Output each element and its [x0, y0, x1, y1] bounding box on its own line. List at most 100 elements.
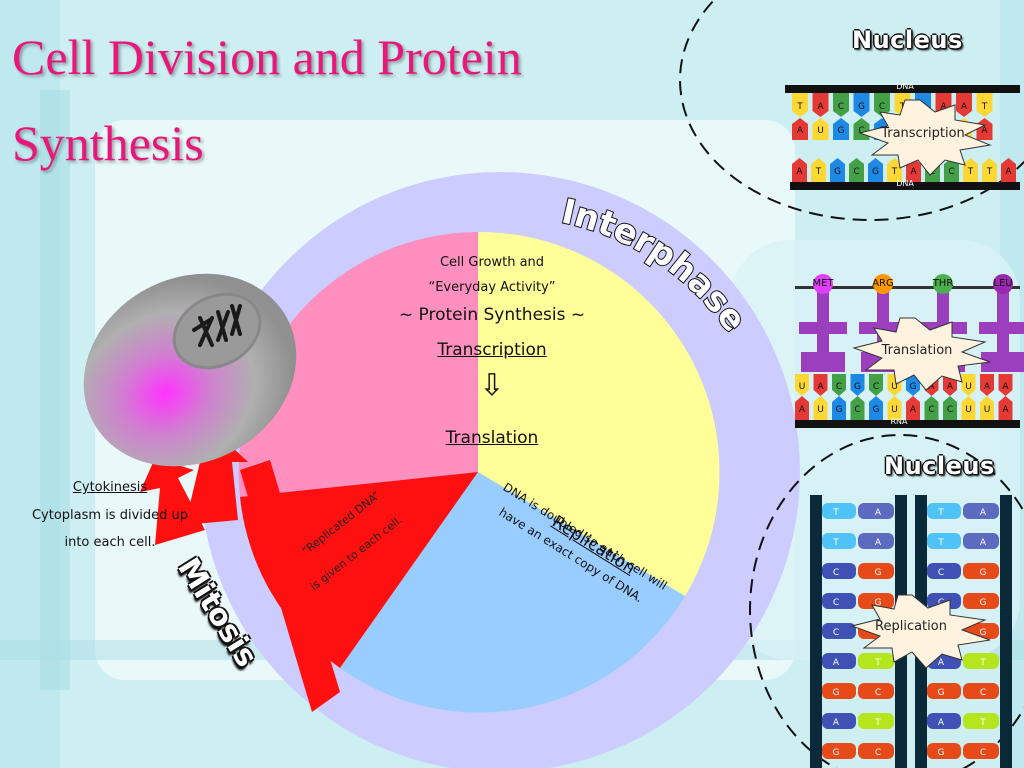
base-U	[887, 396, 902, 420]
base-label: A	[875, 508, 882, 518]
base-label: T	[979, 718, 986, 728]
base-label: G	[875, 598, 882, 608]
base-label: C	[873, 382, 879, 392]
base-pair-left	[927, 713, 961, 729]
rna-label: RNA	[890, 417, 908, 426]
base-label: G	[854, 382, 861, 392]
base-A	[813, 374, 828, 396]
base-label: C	[833, 568, 839, 578]
base-label: A	[1002, 382, 1009, 392]
base-label: G	[938, 748, 945, 758]
base-A	[980, 374, 994, 396]
base-pair-right	[858, 593, 894, 609]
base-label: U	[817, 126, 824, 136]
replication-burst-label: Replication	[875, 619, 947, 634]
base-label: A	[910, 167, 917, 177]
base-label: G	[838, 126, 845, 136]
base-C	[924, 396, 939, 420]
base-label: C	[858, 126, 864, 136]
base-G	[850, 374, 865, 396]
translation-burst	[852, 317, 991, 391]
base-label: A	[875, 538, 882, 548]
base-label: A	[817, 382, 824, 392]
base-label: G	[833, 748, 840, 758]
page-title: Cell Division and Protein Synthesis	[12, 29, 522, 171]
base-label: A	[980, 538, 987, 548]
base-label: A	[799, 405, 806, 415]
base-label: T	[832, 508, 839, 518]
base-pair-left	[927, 563, 961, 579]
base-label: T	[874, 658, 881, 668]
base-pair-left	[822, 743, 856, 759]
base-C	[850, 396, 865, 420]
base-A	[956, 93, 972, 117]
base-pair-right	[963, 743, 999, 759]
base-C	[832, 374, 846, 396]
base-label: C	[875, 748, 881, 758]
base-label: T	[891, 167, 898, 177]
base-T	[976, 93, 993, 117]
base-label: T	[874, 718, 881, 728]
base-label: C	[948, 167, 954, 177]
base-G	[832, 396, 846, 420]
cytokinesis-body-1: Cytoplasm is divided up	[31, 508, 189, 523]
base-G	[906, 374, 920, 396]
chromosomes	[192, 304, 242, 347]
base-label: C	[879, 102, 885, 112]
base-label: T	[967, 167, 974, 177]
base-label: U	[799, 382, 806, 392]
base-G	[869, 396, 883, 420]
base-pair-left	[927, 743, 961, 759]
base-label: T	[986, 167, 993, 177]
base-pair-left	[822, 593, 856, 609]
transcription-burst-label: Transcription	[881, 126, 965, 141]
base-label: T	[979, 658, 986, 668]
base-label: G	[938, 688, 945, 698]
base-pair-left	[927, 683, 961, 699]
base-label: A	[940, 102, 947, 112]
base-pair-right	[963, 563, 999, 579]
cytokinesis-arrow-2	[140, 458, 205, 545]
protein-synthesis-label: ~ Protein Synthesis ~	[398, 305, 586, 325]
base-C	[944, 158, 959, 182]
base-label: A	[833, 658, 840, 668]
dna-label-top: DNA	[896, 82, 914, 91]
transcription-burst	[858, 99, 992, 176]
base-C	[874, 93, 890, 117]
base-U	[961, 374, 976, 396]
base-label: A	[980, 508, 987, 518]
base-label: T	[796, 102, 803, 112]
base-label: G	[980, 568, 987, 578]
growth-line-2: “Everyday Activity”	[428, 280, 556, 295]
amino-acid-circle	[933, 274, 953, 294]
amino-acid-circle	[993, 274, 1013, 294]
transcription-label: Transcription	[437, 340, 547, 360]
amino-acid-label: THR	[932, 278, 954, 289]
base-label: C	[838, 102, 844, 112]
base-label: A	[1005, 167, 1012, 177]
base-label: C	[853, 167, 859, 177]
base-pair-left	[927, 503, 961, 519]
base-C	[849, 158, 864, 182]
base-label: A	[1002, 405, 1009, 415]
nucleus-label-top: Nucleus	[852, 26, 963, 54]
translation-label: Translation	[445, 428, 539, 448]
base-pair-right	[963, 683, 999, 699]
base-A	[1001, 158, 1016, 182]
base-label: C	[833, 598, 839, 608]
base-label: G	[834, 167, 841, 177]
base-label: U	[891, 382, 898, 392]
base-label: G	[910, 382, 917, 392]
base-G	[853, 93, 870, 117]
amino-acid-label: LEU	[993, 278, 1013, 289]
base-label: G	[980, 628, 987, 638]
base-T	[811, 158, 826, 182]
base-label: A	[938, 718, 945, 728]
base-label: T	[937, 538, 944, 548]
down-arrow-icon: ⇩	[479, 368, 505, 403]
